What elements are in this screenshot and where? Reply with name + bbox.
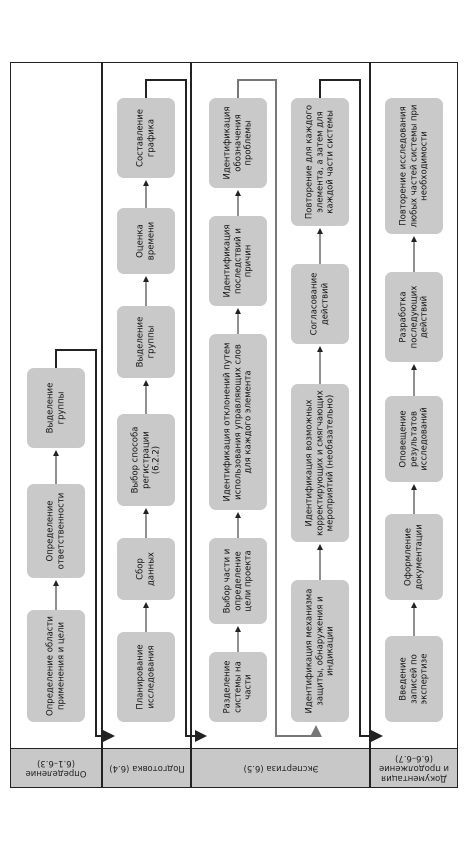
step-identify-protection: Идентификация механизма защиты, обнаруже… bbox=[291, 580, 349, 722]
step-develop-followup: Разработка последующих действий bbox=[385, 272, 443, 362]
step-select-part: Выбор части и определение цели проекта bbox=[209, 538, 267, 624]
step-make-schedule-label: Составление графика bbox=[135, 109, 157, 167]
step-identify-corrective: Идентификация возможных корректирующих и… bbox=[291, 384, 349, 542]
step-enter-records-label: Введение записей по экспертизе bbox=[398, 653, 430, 705]
step-define-scope-label: Определение области применения и цели bbox=[45, 616, 67, 716]
lane-header-definition: Определение (6.1–6.3) bbox=[10, 748, 102, 788]
step-select-part-label: Выбор части и определение цели проекта bbox=[222, 548, 254, 614]
lane-header-documentation-label: Документация и продолжение (6.6–6.7) bbox=[378, 753, 450, 783]
step-plan-study: Планирование исследования bbox=[117, 632, 175, 722]
step-make-schedule: Составление графика bbox=[117, 98, 175, 178]
step-define-responsibility: Определение ответственности bbox=[27, 484, 85, 578]
step-collect-data-label: Сбор данных bbox=[135, 552, 157, 586]
step-define-responsibility-label: Определение ответственности bbox=[45, 492, 67, 570]
step-repeat-study: Повторение исследования любых частей сис… bbox=[385, 98, 443, 234]
step-identify-deviations: Идентификация отклонений путем использов… bbox=[209, 334, 267, 510]
step-prepare-documentation: Оформление документации bbox=[385, 514, 443, 600]
step-define-team: Выделение группы bbox=[27, 368, 85, 448]
step-develop-followup-label: Разработка последующих действий bbox=[398, 285, 430, 349]
lane-header-definition-label: Определение (6.1–6.3) bbox=[25, 758, 87, 778]
step-define-scope: Определение области применения и цели bbox=[27, 610, 85, 722]
step-repeat-study-label: Повторение исследования любых частей сис… bbox=[398, 104, 430, 228]
step-identify-problem-label: Идентификация обозначения проблемы bbox=[222, 106, 254, 180]
step-select-group-label: Выделение группы bbox=[135, 316, 157, 368]
step-announce-results: Оповещение результатов исследований bbox=[385, 396, 443, 482]
step-agree-actions: Согласование действий bbox=[291, 264, 349, 344]
lane-header-preparation: Подготовка (6.4) bbox=[102, 748, 191, 788]
step-plan-study-label: Планирование исследования bbox=[135, 644, 157, 710]
step-estimate-time: Оценка времени bbox=[117, 208, 175, 274]
step-enter-records: Введение записей по экспертизе bbox=[385, 636, 443, 722]
step-identify-protection-label: Идентификация механизма защиты, обнаруже… bbox=[304, 588, 336, 714]
step-identify-corrective-label: Идентификация возможных корректирующих и… bbox=[304, 390, 336, 536]
step-identify-consequences-label: Идентификация последствий и причин bbox=[222, 224, 254, 298]
step-choose-recording-label: Выбор способа регистрации (6.2.2) bbox=[130, 426, 162, 494]
lane-header-expertise-label: Экспертиза (6.5) bbox=[243, 763, 318, 773]
step-split-system: Разделение системы на части bbox=[209, 652, 267, 722]
step-identify-deviations-label: Идентификация отклонений путем использов… bbox=[222, 342, 254, 502]
step-identify-problem: Идентификация обозначения проблемы bbox=[209, 98, 267, 188]
step-choose-recording: Выбор способа регистрации (6.2.2) bbox=[117, 414, 175, 506]
lane-header-expertise: Экспертиза (6.5) bbox=[191, 748, 370, 788]
step-repeat-each-element: Повторение для каждого элемента, а затем… bbox=[291, 98, 349, 226]
step-announce-results-label: Оповещение результатов исследований bbox=[398, 407, 430, 471]
step-prepare-documentation-label: Оформление документации bbox=[403, 524, 425, 590]
step-select-group: Выделение группы bbox=[117, 306, 175, 378]
step-define-team-label: Выделение группы bbox=[45, 382, 67, 434]
lane-header-documentation: Документация и продолжение (6.6–6.7) bbox=[370, 748, 458, 788]
step-estimate-time-label: Оценка времени bbox=[135, 221, 157, 261]
step-split-system-label: Разделение системы на части bbox=[222, 660, 254, 714]
lane-header-preparation-label: Подготовка (6.4) bbox=[108, 763, 185, 773]
step-identify-consequences: Идентификация последствий и причин bbox=[209, 216, 267, 306]
step-collect-data: Сбор данных bbox=[117, 538, 175, 600]
step-repeat-each-element-label: Повторение для каждого элемента, а затем… bbox=[304, 104, 336, 220]
step-agree-actions-label: Согласование действий bbox=[309, 272, 331, 336]
